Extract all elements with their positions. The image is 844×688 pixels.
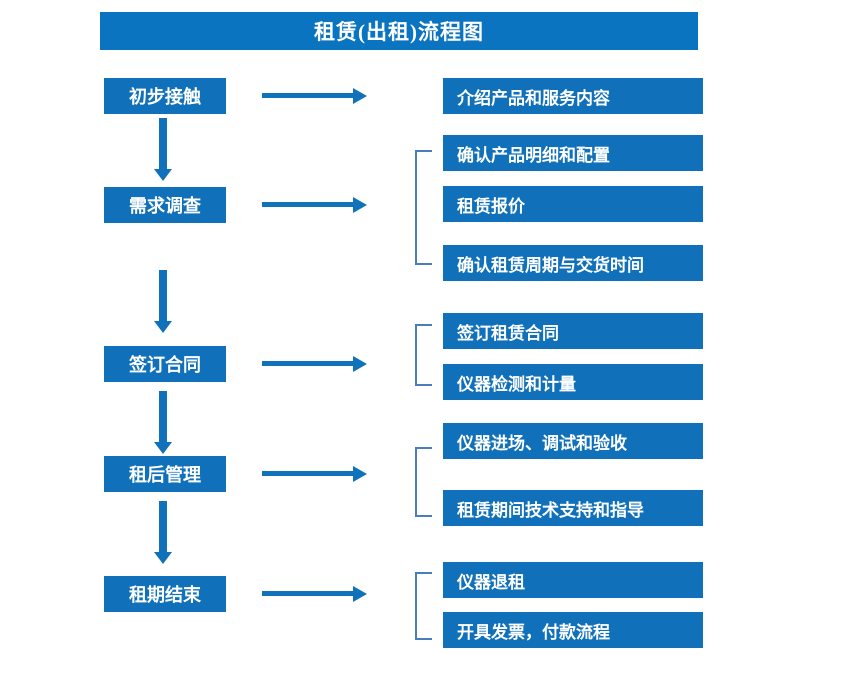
group-bracket-5 <box>415 572 432 640</box>
detail-node-2-1[interactable]: 确认产品明细和配置 <box>443 135 703 171</box>
detail-node-2-2[interactable]: 租赁报价 <box>443 186 703 222</box>
group-bracket-2 <box>415 150 432 265</box>
detail-node-5-2[interactable]: 开具发票，付款流程 <box>443 612 703 648</box>
group-bracket-4 <box>415 447 432 517</box>
arrow-down-icon-1 <box>159 118 167 170</box>
stage-node-1[interactable]: 初步接触 <box>104 78 226 114</box>
stage-node-2[interactable]: 需求调查 <box>104 187 226 223</box>
detail-node-3-2[interactable]: 仪器检测和计量 <box>443 364 703 400</box>
arrow-right-icon-2 <box>262 202 354 207</box>
arrow-down-icon-3 <box>159 391 167 443</box>
stage-node-5[interactable]: 租期结束 <box>104 576 226 612</box>
stage-node-4[interactable]: 租后管理 <box>104 456 226 492</box>
detail-node-4-1[interactable]: 仪器进场、调试和验收 <box>443 423 703 459</box>
detail-node-3-1[interactable]: 签订租赁合同 <box>443 313 703 349</box>
stage-node-3[interactable]: 签订合同 <box>104 346 226 382</box>
arrow-right-icon-4 <box>262 471 354 476</box>
detail-node-2-3[interactable]: 确认租赁周期与交货时间 <box>443 245 703 281</box>
detail-node-5-1[interactable]: 仪器退租 <box>443 562 703 598</box>
group-bracket-3 <box>415 324 432 386</box>
page-title: 租赁(出租)流程图 <box>100 12 698 50</box>
arrow-down-icon-2 <box>159 270 167 322</box>
arrow-down-icon-4 <box>159 501 167 553</box>
arrow-right-icon-3 <box>262 361 354 366</box>
arrow-right-icon-5 <box>262 591 354 596</box>
arrow-right-icon-1 <box>262 93 354 98</box>
detail-node-4-2[interactable]: 租赁期间技术支持和指导 <box>443 490 703 526</box>
detail-node-1-1[interactable]: 介绍产品和服务内容 <box>443 78 703 114</box>
